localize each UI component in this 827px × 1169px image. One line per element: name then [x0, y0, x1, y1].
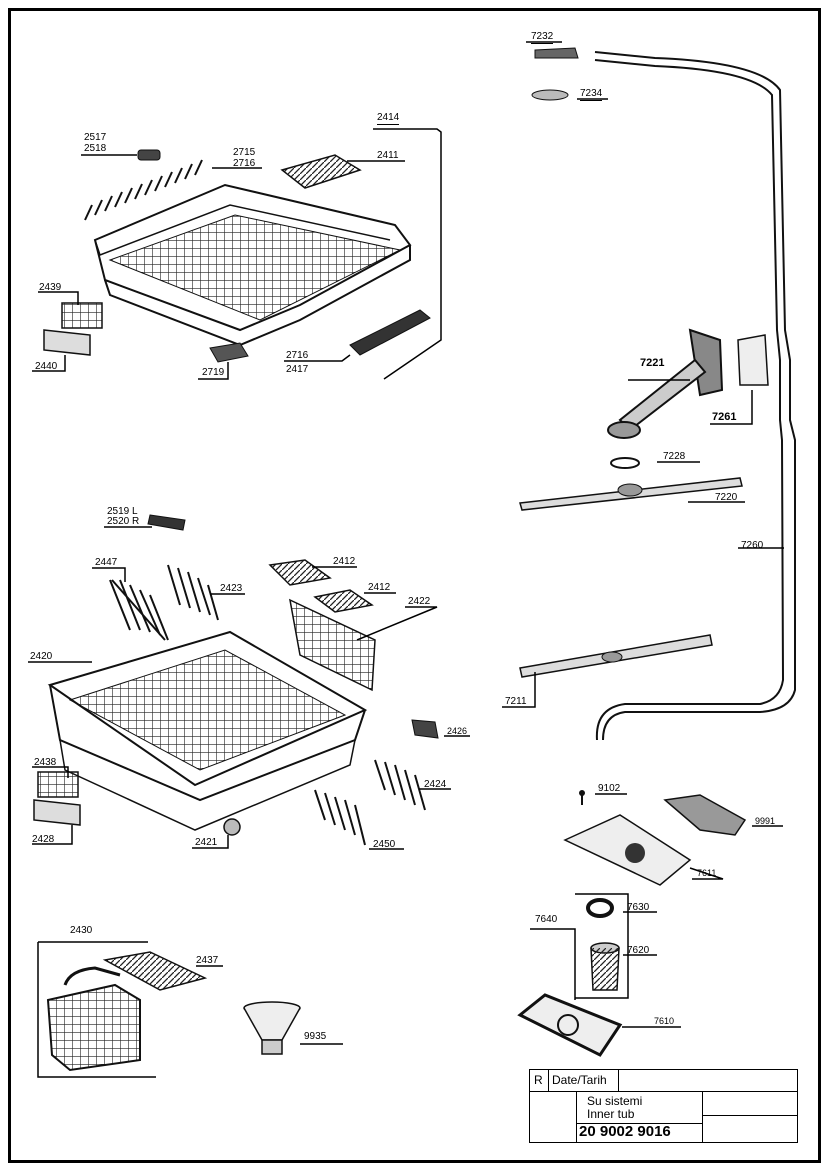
- gasket-7234: [531, 89, 569, 101]
- middle-spray-arm-7220: [519, 477, 743, 511]
- part-label-2518: 2518: [84, 143, 107, 154]
- part-label-7610: 7610: [654, 1016, 675, 1026]
- part-label-7261: 7261: [712, 411, 737, 423]
- part-label-2411: 2411: [377, 150, 399, 161]
- tines-2450: [314, 789, 366, 846]
- part-label-2426: 2426: [447, 726, 468, 736]
- part-label-7211: 7211: [505, 696, 527, 707]
- lower-spray-arm-7211: [519, 634, 713, 678]
- part-label-9991: 9991: [755, 816, 776, 826]
- screw-9102: [579, 790, 585, 805]
- lower-basket: [47, 630, 368, 831]
- tines-2424: [374, 759, 426, 811]
- part-label-9935: 9935: [304, 1031, 327, 1042]
- end-cap-2440: [43, 329, 91, 356]
- date-label: Date/Tarih: [552, 1073, 607, 1087]
- part-label-2715: 2715: [233, 147, 256, 158]
- part-label-2438: 2438: [34, 757, 57, 768]
- seal-7630: [586, 898, 614, 918]
- drawing-name-en: Inner tub: [587, 1107, 635, 1121]
- part-label-2517: 2517: [84, 132, 107, 143]
- bracket-9991: [663, 794, 747, 836]
- part-label-2412-b: 2412: [368, 582, 391, 593]
- filter-7620: [590, 942, 620, 991]
- part-label-2428: 2428: [32, 834, 55, 845]
- tines-2423: [167, 564, 219, 621]
- end-cap-2438: [37, 771, 79, 798]
- micro-filter-7610: [517, 993, 623, 1057]
- part-label-7611: 7611: [697, 868, 717, 878]
- part-label-2716-lower: 2716: [286, 350, 309, 361]
- basket-lid-2437: [102, 951, 208, 991]
- part-label-2417: 2417: [286, 364, 309, 375]
- rail-2417: [349, 309, 431, 356]
- part-label-7228: 7228: [663, 451, 686, 462]
- end-cap-2428: [33, 799, 81, 826]
- part-label-2430: 2430: [70, 925, 93, 936]
- part-label-7232: 7232: [531, 31, 554, 44]
- part-label-2719: 2719: [202, 367, 225, 378]
- part-label-2420: 2420: [30, 651, 53, 662]
- clip-2519: [147, 514, 186, 531]
- part-label-2414: 2414: [377, 112, 400, 125]
- end-cap-2439: [61, 302, 103, 329]
- wheel-2426: [411, 719, 439, 739]
- part-label-2716-upper: 2716: [233, 158, 256, 169]
- title-block: R Date/Tarih Su sistemi Inner tub 20 900…: [529, 1069, 798, 1143]
- cutlery-basket-2430: [46, 966, 141, 1072]
- part-label-2447: 2447: [95, 557, 118, 568]
- wheel-2421: [223, 818, 241, 836]
- seal-7228: [610, 457, 640, 469]
- part-label-2439: 2439: [39, 282, 62, 293]
- part-label-7260: 7260: [741, 540, 764, 551]
- part-label-2424: 2424: [424, 779, 447, 790]
- part-label-2450: 2450: [373, 839, 396, 850]
- drawing-code: 20 9002 9016: [579, 1123, 671, 1140]
- upper-spray-arm-7221: [607, 328, 724, 439]
- part-label-7234: 7234: [580, 88, 603, 101]
- part-label-7620: 7620: [627, 945, 650, 956]
- filter-plate-7611: [563, 814, 692, 886]
- clip-2517: [137, 149, 161, 161]
- part-label-2412-a: 2412: [333, 556, 356, 567]
- part-label-2437: 2437: [196, 955, 219, 966]
- cup-shelf-2411: [280, 154, 362, 189]
- part-label-7640: 7640: [535, 914, 558, 925]
- part-label-9102: 9102: [598, 783, 621, 794]
- bracket-7261: [737, 334, 769, 386]
- cup-rack-2412: [268, 559, 374, 613]
- water-pipe-7260: [594, 51, 796, 741]
- part-label-7221: 7221: [640, 357, 665, 369]
- part-label-2520: 2520 R: [107, 516, 140, 527]
- part-label-2421: 2421: [195, 837, 218, 848]
- revision-label: R: [534, 1073, 543, 1087]
- part-label-2422: 2422: [408, 596, 431, 607]
- connector-7232: [534, 47, 579, 59]
- funnel-9935: [243, 1001, 301, 1055]
- part-label-2519: 2519 L: [107, 506, 138, 517]
- upper-basket: [93, 183, 412, 347]
- clip-2719: [209, 342, 249, 363]
- part-label-2423: 2423: [220, 583, 243, 594]
- part-label-7630: 7630: [627, 902, 650, 913]
- tines-2447: [109, 579, 169, 641]
- drawing-name-tr: Su sistemi: [587, 1094, 643, 1108]
- fold-rack-2422: [289, 598, 376, 692]
- part-label-2440: 2440: [35, 361, 58, 372]
- leader-lines: [28, 41, 784, 1078]
- upper-tines: [84, 159, 203, 221]
- drawing-frame: [8, 8, 821, 1163]
- part-label-7220: 7220: [715, 492, 738, 503]
